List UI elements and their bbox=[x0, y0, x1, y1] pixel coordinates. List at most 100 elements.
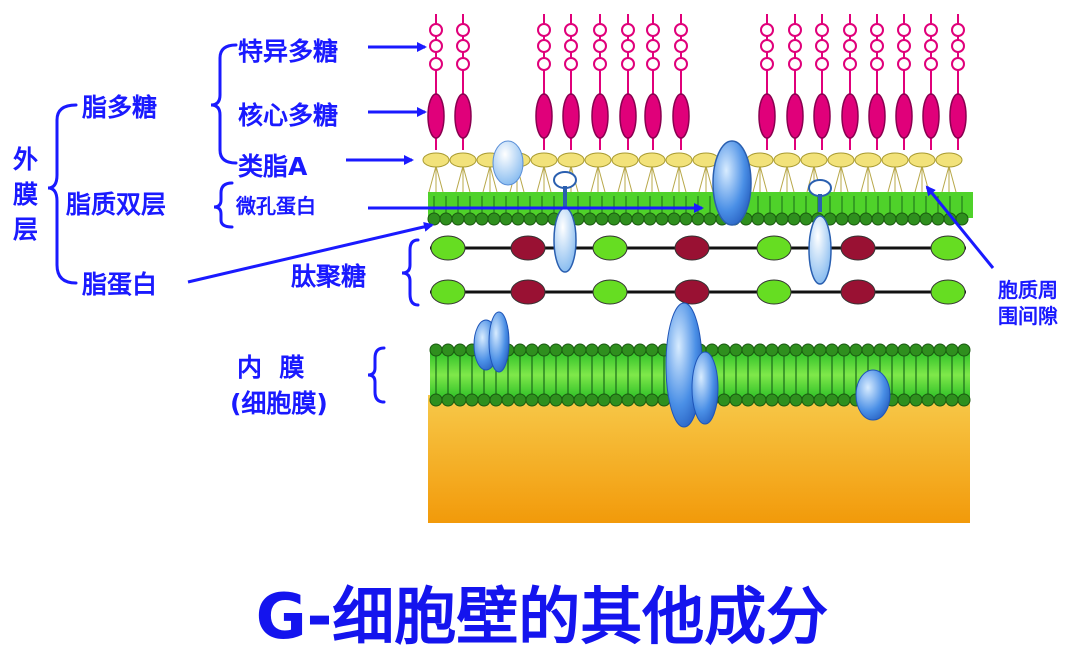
lipid-head bbox=[561, 393, 575, 407]
lipid-a-head bbox=[530, 152, 558, 168]
peptidoglycan-unit bbox=[840, 279, 876, 305]
lipid-head bbox=[667, 212, 681, 226]
core-polysaccharide-unit bbox=[786, 93, 804, 139]
lipid-head bbox=[775, 212, 789, 226]
o-antigen-unit bbox=[564, 39, 578, 53]
lipid-a-head bbox=[773, 152, 801, 168]
o-antigen-unit bbox=[621, 39, 635, 53]
lipid-head bbox=[883, 212, 897, 226]
lipid-head bbox=[933, 343, 947, 357]
lipid-head bbox=[429, 343, 443, 357]
lipid-head bbox=[765, 393, 779, 407]
lipoprotein-head-right bbox=[808, 179, 832, 197]
lipid-a-tail bbox=[617, 165, 633, 193]
lipid-head bbox=[597, 393, 611, 407]
label-porin: 微孔蛋白 bbox=[235, 194, 316, 218]
peptidoglycan-unit bbox=[840, 235, 876, 261]
porin-protein bbox=[712, 140, 752, 226]
label-core-polysaccharide: 核心多糖 bbox=[238, 101, 338, 130]
bracket-outer-membrane bbox=[47, 103, 78, 285]
lipid-head bbox=[931, 212, 945, 226]
page-title: G-细胞壁的其他成分 bbox=[256, 580, 829, 653]
lipid-head bbox=[765, 343, 779, 357]
core-polysaccharide-unit bbox=[619, 93, 637, 139]
lipid-head bbox=[427, 212, 441, 226]
lipid-head bbox=[573, 343, 587, 357]
lipid-head bbox=[801, 343, 815, 357]
o-antigen-unit bbox=[788, 57, 802, 71]
core-polysaccharide-unit bbox=[454, 93, 472, 139]
label-cell-membrane: (细胞膜) bbox=[230, 389, 328, 418]
o-antigen-unit bbox=[621, 57, 635, 71]
lipid-head bbox=[717, 393, 731, 407]
peptidoglycan-unit bbox=[930, 235, 966, 261]
brackets bbox=[47, 43, 420, 404]
o-antigen-unit bbox=[537, 23, 551, 37]
lipid-head bbox=[703, 212, 717, 226]
bracket-peptidoglycan bbox=[401, 238, 420, 307]
o-antigen-unit bbox=[456, 57, 470, 71]
o-antigen-unit bbox=[593, 57, 607, 71]
peptidoglycan-unit bbox=[430, 279, 466, 305]
lipid-head bbox=[849, 343, 863, 357]
core-polysaccharide-unit bbox=[868, 93, 886, 139]
lipid-head bbox=[619, 212, 633, 226]
lipoprotein-body-left bbox=[553, 207, 577, 273]
lipid-head bbox=[825, 393, 839, 407]
lipid-head bbox=[439, 212, 453, 226]
lipid-head bbox=[487, 212, 501, 226]
core-polysaccharide-unit bbox=[672, 93, 690, 139]
o-antigen-unit bbox=[646, 57, 660, 71]
lipid-head bbox=[799, 212, 813, 226]
lipoprotein-stem-left bbox=[563, 186, 567, 208]
lipid-head bbox=[919, 212, 933, 226]
o-antigen-unit bbox=[924, 39, 938, 53]
lipid-a-head bbox=[908, 152, 936, 168]
label-periplasm-1: 胞质周 bbox=[998, 278, 1058, 302]
peptidoglycan-unit bbox=[510, 279, 546, 305]
o-antigen-unit bbox=[564, 23, 578, 37]
lipid-a-head bbox=[611, 152, 639, 168]
lipid-head bbox=[463, 212, 477, 226]
lipid-head bbox=[513, 393, 527, 407]
o-antigen-unit bbox=[870, 39, 884, 53]
o-antigen-unit bbox=[760, 39, 774, 53]
lipid-a-head bbox=[665, 152, 693, 168]
o-antigen-unit bbox=[815, 57, 829, 71]
lipid-head bbox=[835, 212, 849, 226]
lipid-head bbox=[501, 393, 515, 407]
label-specific-polysaccharide: 特异多糖 bbox=[238, 37, 338, 66]
o-antigen-unit bbox=[674, 23, 688, 37]
core-polysaccharide-unit bbox=[758, 93, 776, 139]
membrane-proteins bbox=[473, 140, 891, 428]
lipid-head bbox=[453, 343, 467, 357]
o-antigen-unit bbox=[788, 39, 802, 53]
o-antigen-unit bbox=[537, 57, 551, 71]
lipid-head bbox=[525, 393, 539, 407]
lipoprotein-stem-right bbox=[818, 194, 822, 212]
arrow-periplasm bbox=[925, 185, 995, 269]
o-antigen-unit bbox=[646, 39, 660, 53]
lipid-head bbox=[525, 343, 539, 357]
peptidoglycan-unit bbox=[674, 235, 710, 261]
lipid-head bbox=[609, 343, 623, 357]
lipid-head bbox=[523, 212, 537, 226]
lipid-head bbox=[897, 393, 911, 407]
lipid-a-head bbox=[746, 152, 774, 168]
lipid-head bbox=[535, 212, 549, 226]
lipid-a-head bbox=[557, 152, 585, 168]
lipid-head bbox=[837, 343, 851, 357]
lipoprotein-head-left bbox=[553, 171, 577, 189]
o-antigen-unit bbox=[621, 23, 635, 37]
lipid-head bbox=[429, 393, 443, 407]
core-polysaccharide-unit bbox=[813, 93, 831, 139]
o-antigen-unit bbox=[674, 57, 688, 71]
outer-protein-small bbox=[492, 140, 524, 186]
o-antigen-unit bbox=[815, 39, 829, 53]
lipid-a-tail bbox=[671, 165, 687, 193]
lipid-head bbox=[631, 212, 645, 226]
lipid-head bbox=[633, 393, 647, 407]
lipid-head bbox=[511, 212, 525, 226]
o-antigen-unit bbox=[951, 57, 965, 71]
lipid-a-head bbox=[935, 152, 963, 168]
